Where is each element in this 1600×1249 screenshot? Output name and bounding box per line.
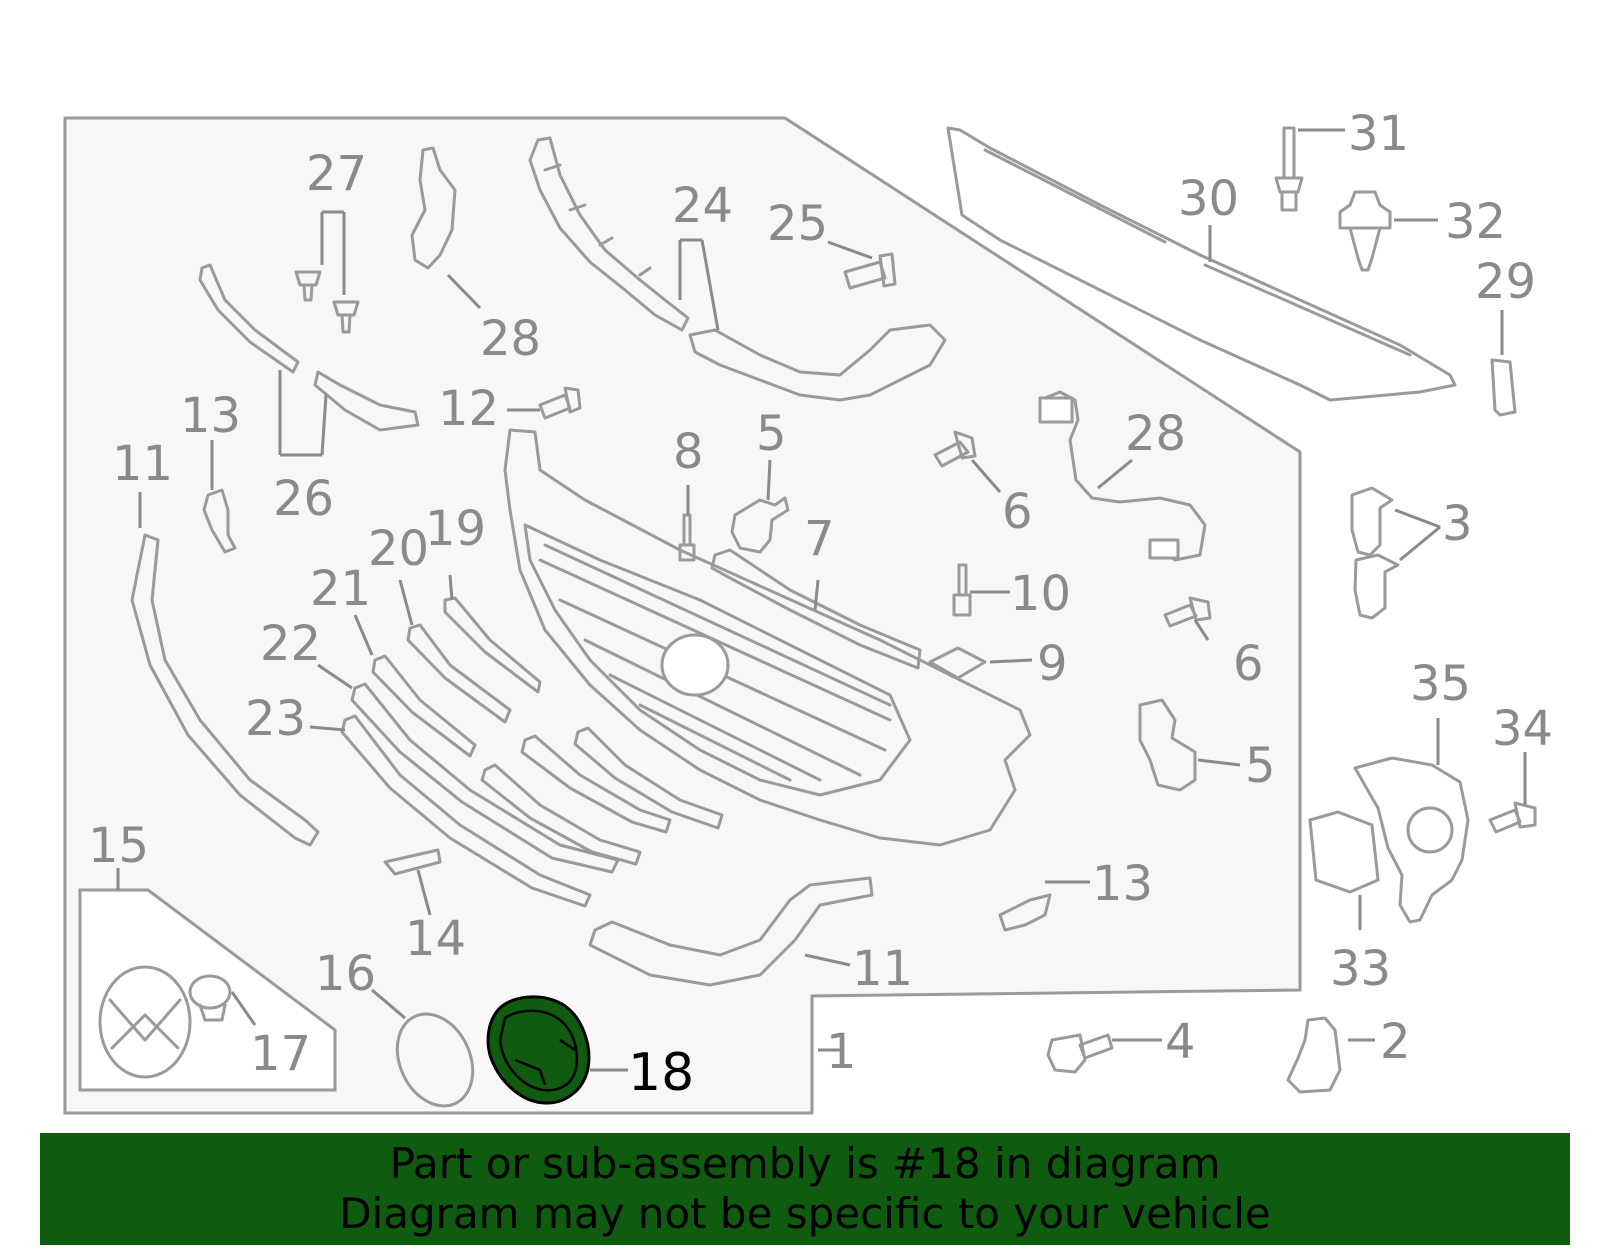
label-17: 17 bbox=[250, 1026, 311, 1082]
label-24: 24 bbox=[672, 178, 733, 234]
label-5-upper: 5 bbox=[756, 406, 787, 462]
bolt-6-lower bbox=[1163, 596, 1212, 628]
upper-cover-panel bbox=[946, 126, 1457, 402]
camera-cover bbox=[395, 1012, 475, 1108]
side-bracket-right bbox=[313, 370, 420, 432]
clip-14 bbox=[383, 848, 442, 876]
label-28-right: 28 bbox=[1125, 406, 1186, 462]
clip-3-lower bbox=[1353, 553, 1400, 620]
screw-27b bbox=[332, 300, 360, 334]
side-moulding-left bbox=[130, 533, 320, 847]
lower-moulding bbox=[588, 876, 874, 987]
leader-lines bbox=[116, 128, 1527, 1072]
center-bracket bbox=[710, 548, 922, 670]
radar-sensor bbox=[1308, 810, 1380, 894]
label-15: 15 bbox=[88, 818, 149, 874]
clip-3-upper bbox=[1350, 486, 1394, 557]
label-16: 16 bbox=[315, 946, 376, 1002]
label-3: 3 bbox=[1442, 496, 1473, 552]
label-26: 26 bbox=[273, 471, 334, 527]
label-32: 32 bbox=[1445, 194, 1506, 250]
upper-cover-edge bbox=[983, 148, 1412, 357]
radiator-grille bbox=[503, 428, 1032, 847]
label-13-right: 13 bbox=[1092, 856, 1153, 912]
callout-labels: 1 2 3 4 5 5 6 6 7 8 9 10 11 11 12 13 13 … bbox=[88, 106, 1553, 1103]
assembly-outline bbox=[63, 116, 1302, 1115]
label-9: 9 bbox=[1037, 636, 1068, 692]
bolt-34 bbox=[1488, 801, 1537, 834]
radar-bracket bbox=[1353, 756, 1470, 924]
label-12: 12 bbox=[438, 381, 499, 437]
screw-27a bbox=[294, 270, 322, 302]
label-34: 34 bbox=[1492, 701, 1553, 757]
label-19: 19 bbox=[425, 501, 486, 557]
label-6-lower: 6 bbox=[1233, 636, 1264, 692]
label-22: 22 bbox=[260, 616, 321, 672]
clip-13-left bbox=[202, 488, 237, 554]
bolt-6-upper bbox=[933, 430, 977, 468]
label-13-left: 13 bbox=[180, 388, 241, 444]
label-28-upper: 28 bbox=[480, 311, 541, 367]
bracket-5-upper bbox=[730, 496, 790, 554]
bolt-12 bbox=[538, 386, 582, 420]
label-20: 20 bbox=[368, 521, 429, 577]
label-6-upper: 6 bbox=[1002, 484, 1033, 540]
lower-reinforcement bbox=[688, 323, 947, 402]
label-10: 10 bbox=[1010, 566, 1071, 622]
label-29: 29 bbox=[1475, 254, 1536, 310]
pad-29 bbox=[1490, 358, 1517, 417]
pin-31 bbox=[1274, 126, 1304, 212]
nut-4 bbox=[1046, 1033, 1114, 1074]
moulding-23 bbox=[340, 714, 592, 908]
highlighted-part-18 bbox=[486, 995, 591, 1105]
bracket-5-lower bbox=[1138, 698, 1197, 792]
label-30: 30 bbox=[1178, 171, 1239, 227]
bracket-2 bbox=[1286, 1016, 1342, 1094]
label-31: 31 bbox=[1348, 106, 1409, 162]
moulding-21 bbox=[371, 654, 477, 758]
label-33: 33 bbox=[1330, 941, 1391, 997]
sensor-bracket-upper bbox=[410, 146, 457, 270]
upper-reinforcement bbox=[528, 136, 690, 332]
label-11-right: 11 bbox=[852, 941, 913, 997]
radar-bracket-hole bbox=[1406, 806, 1454, 854]
moulding-19 bbox=[443, 596, 542, 694]
banner-line-2: Diagram may not be specific to your vehi… bbox=[339, 1189, 1271, 1238]
label-5-lower: 5 bbox=[1245, 738, 1276, 794]
label-23: 23 bbox=[245, 691, 306, 747]
label-18: 18 bbox=[628, 1043, 694, 1103]
label-25: 25 bbox=[767, 196, 828, 252]
label-27: 27 bbox=[306, 146, 367, 202]
emblem bbox=[98, 965, 192, 1079]
moulding-22 bbox=[350, 682, 620, 874]
info-banner: Part or sub-assembly is #18 in diagram D… bbox=[40, 1133, 1570, 1245]
label-7: 7 bbox=[804, 511, 835, 567]
label-11-left: 11 bbox=[112, 436, 173, 492]
label-2: 2 bbox=[1380, 1014, 1411, 1070]
banner-line-1: Part or sub-assembly is #18 in diagram bbox=[389, 1139, 1221, 1188]
side-bracket-left bbox=[198, 263, 300, 374]
label-14: 14 bbox=[405, 911, 466, 967]
clip-13-right bbox=[998, 893, 1052, 932]
wiring-harness bbox=[1038, 390, 1207, 562]
bolt-10 bbox=[952, 563, 972, 617]
label-4: 4 bbox=[1165, 1014, 1196, 1070]
label-35: 35 bbox=[1410, 656, 1471, 712]
label-21: 21 bbox=[310, 561, 371, 617]
clip-32 bbox=[1338, 190, 1392, 272]
clip-9 bbox=[928, 646, 987, 680]
moulding-lower-c bbox=[573, 726, 724, 830]
moulding-lower-a bbox=[480, 763, 642, 866]
emblem-clip-17 bbox=[188, 974, 232, 1022]
bolt-25 bbox=[843, 252, 897, 290]
label-1: 1 bbox=[826, 1024, 857, 1080]
moulding-lower-b bbox=[520, 734, 672, 834]
label-8: 8 bbox=[673, 424, 704, 480]
moulding-20 bbox=[406, 623, 512, 724]
